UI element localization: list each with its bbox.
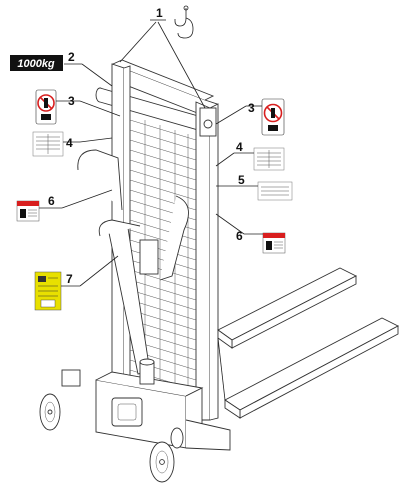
- callout-7: 7: [66, 272, 73, 286]
- callout-1: 1: [156, 6, 163, 20]
- leader-lines: [39, 19, 263, 287]
- yellow-instruction-label-icon: [34, 271, 62, 311]
- callout-2: 2: [68, 50, 75, 64]
- instruction-label-icon: [257, 181, 293, 201]
- callout-3-right: 3: [248, 101, 255, 115]
- callout-3-left: 3: [68, 94, 75, 108]
- callout-6-right: 6: [236, 229, 243, 243]
- warning-label-icon: [262, 232, 286, 254]
- callout-6-left: 6: [48, 194, 55, 208]
- instruction-label-icon: [32, 131, 64, 157]
- no-standing-under-load-icon: [261, 98, 285, 136]
- no-standing-under-load-icon: [35, 89, 57, 125]
- callout-4-right: 4: [236, 140, 243, 154]
- forks: [217, 267, 399, 419]
- tiller-handle: [77, 149, 189, 375]
- capacity-badge-bg: [10, 55, 63, 71]
- callout-5: 5: [238, 173, 245, 187]
- front-right-wheel: [149, 427, 184, 483]
- capacity-badge: 1000kg: [10, 55, 63, 71]
- hook-icon: [174, 5, 194, 39]
- capacity-badge-text: 1000kg: [17, 58, 55, 70]
- base-unit: [95, 358, 231, 451]
- callout-numbers: 1 2 3 3 4 4 5 6 6 7: [48, 6, 255, 286]
- mast-frame: [95, 59, 219, 421]
- front-left-wheel: [39, 369, 81, 431]
- instruction-label-icon: [253, 147, 285, 171]
- warning-label-icon: [16, 200, 40, 222]
- callout-4-left: 4: [66, 136, 73, 150]
